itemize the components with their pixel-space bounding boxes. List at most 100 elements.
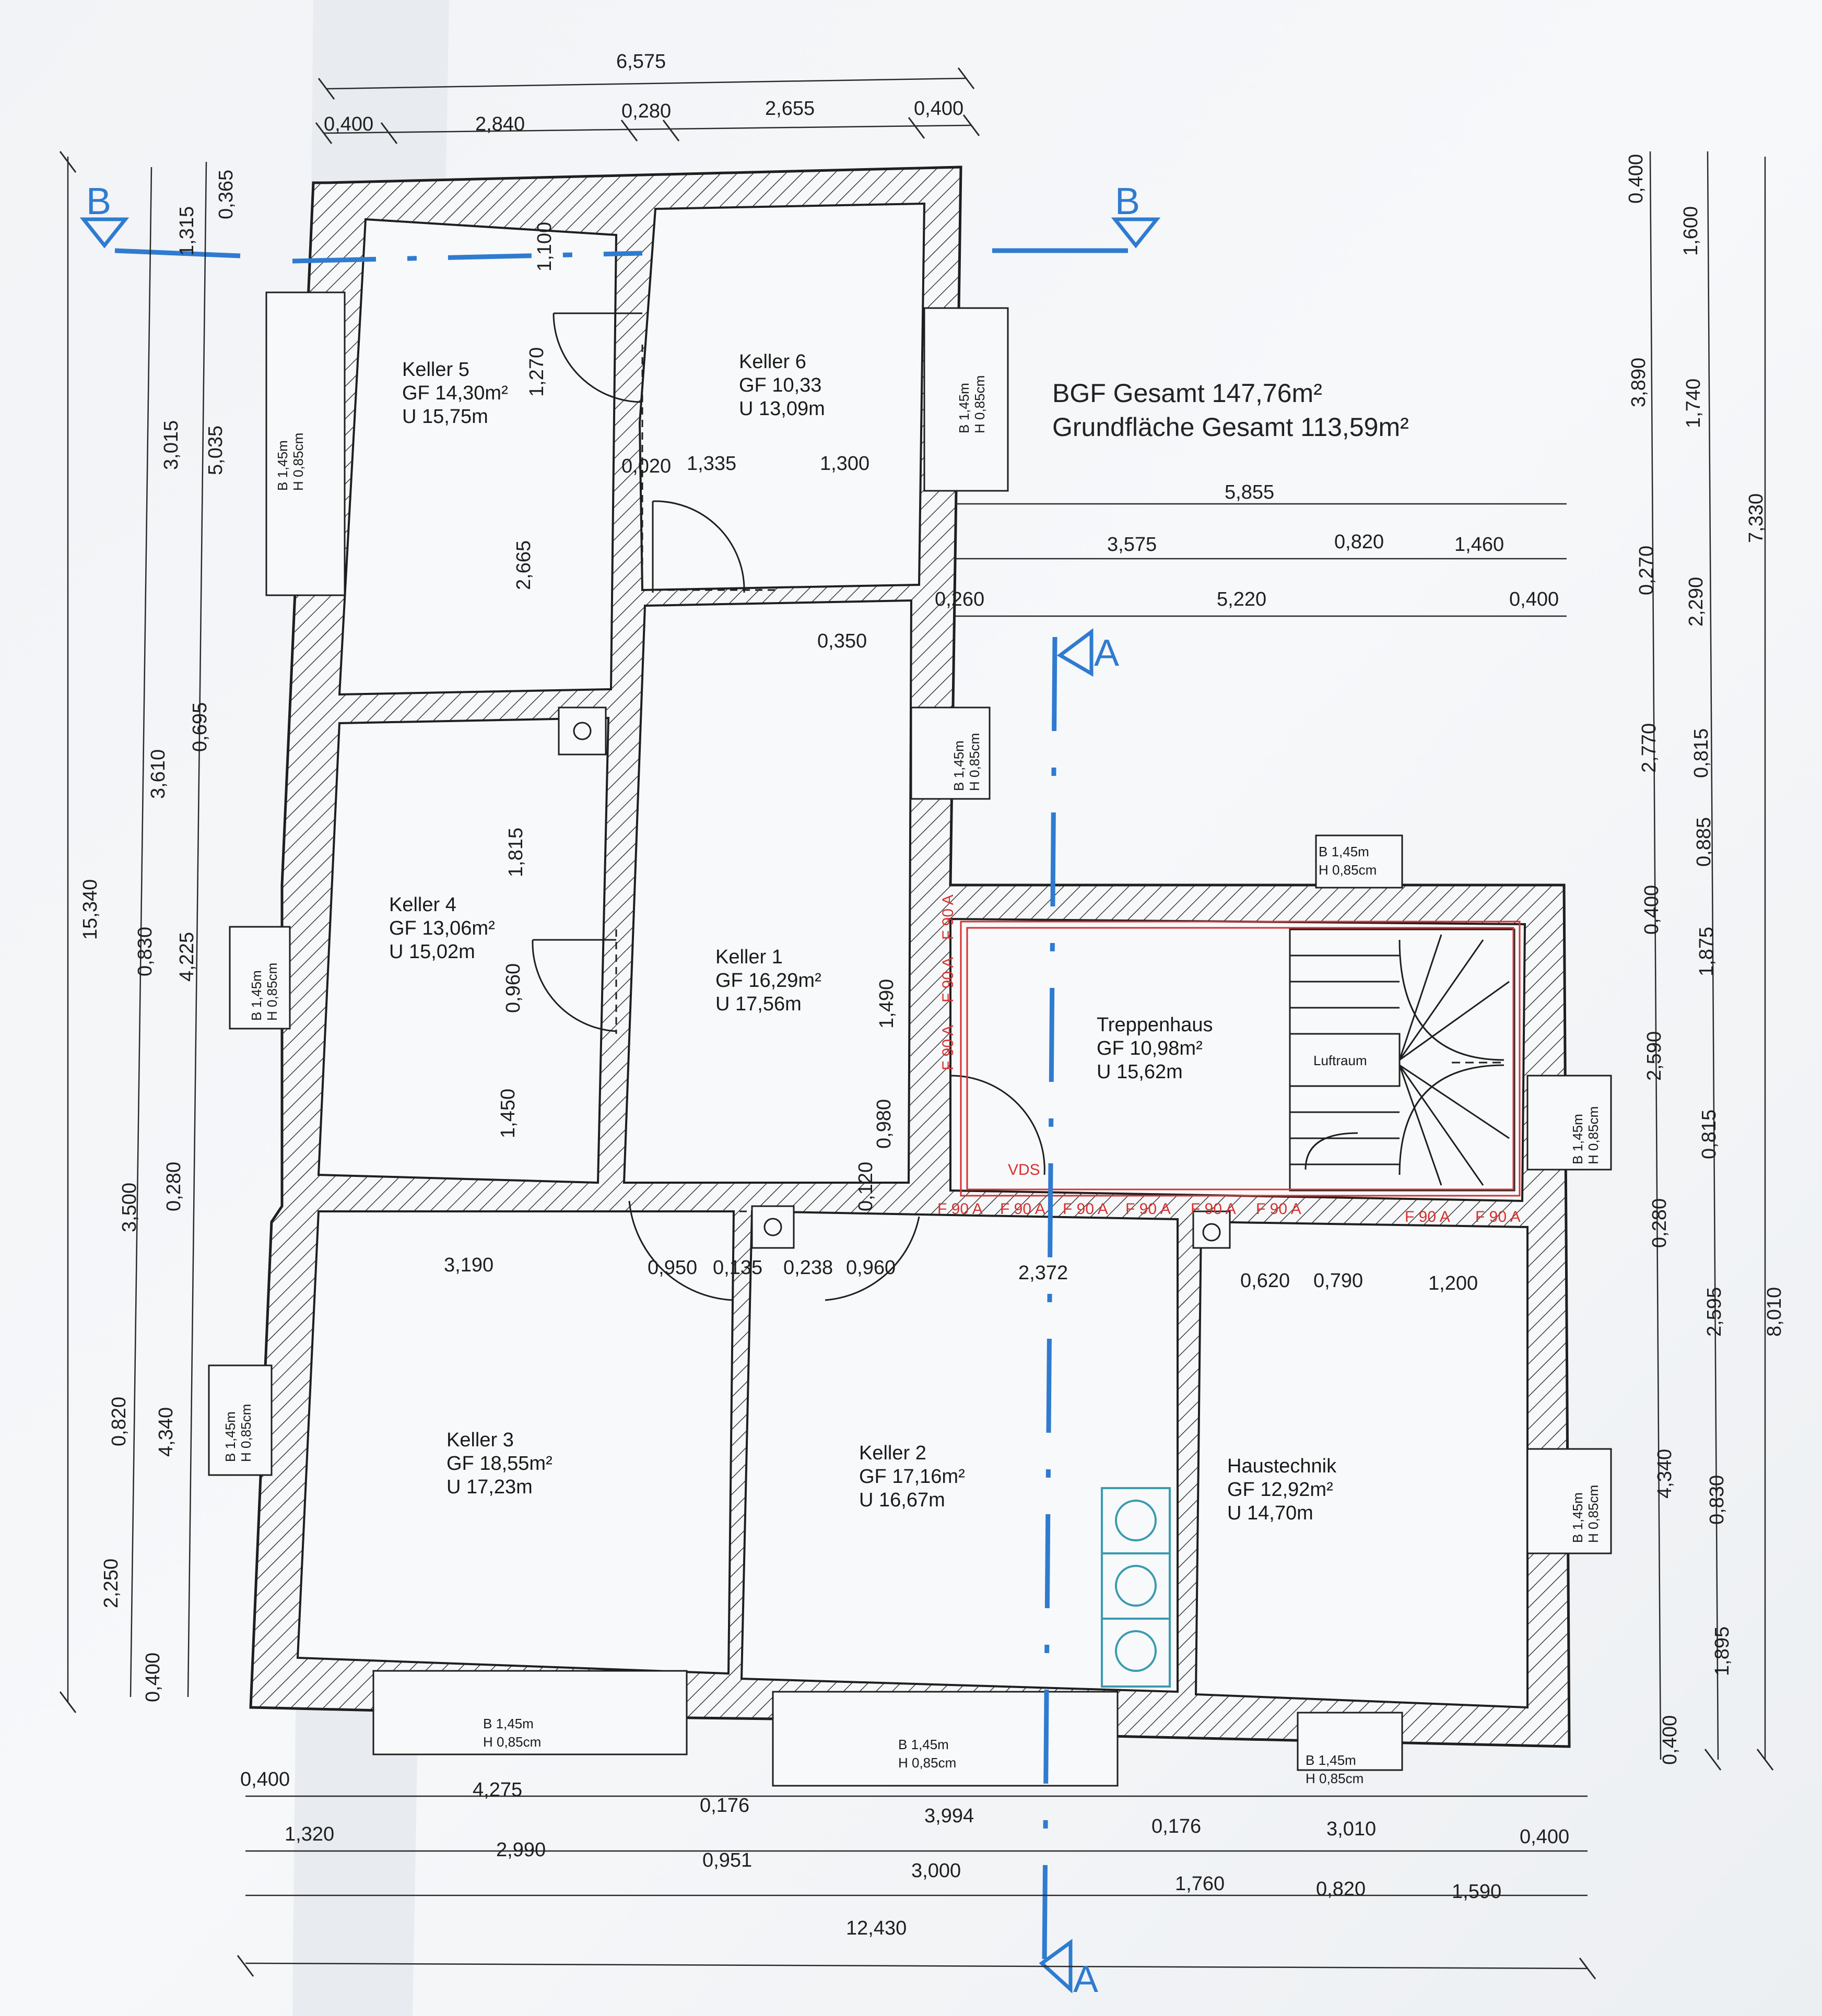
section-lines	[79, 217, 1161, 1994]
dim-int-18: 1,490	[876, 979, 898, 1029]
room-keller5: Keller 5 GF 14,30m² U 15,75m	[402, 359, 508, 428]
total-bgf: BGF Gesamt 147,76m²	[1052, 379, 1322, 408]
dim-int-6: 1,300	[820, 453, 869, 475]
dim-bottom-12: 1,760	[1175, 1873, 1225, 1895]
svg-text:F 90 A: F 90 A	[1125, 1200, 1171, 1218]
svg-text:U 15,62m: U 15,62m	[1097, 1061, 1183, 1083]
floor-haustechnik	[1194, 1220, 1529, 1709]
svg-text:GF 18,55m²: GF 18,55m²	[446, 1453, 553, 1475]
dim-left-inner-5: 4,225	[176, 932, 198, 982]
dim-top-4: 2,655	[765, 98, 815, 120]
dim-int-17: 1,450	[497, 1089, 519, 1138]
staircase	[1289, 928, 1515, 1192]
dim-left-inner-7: 4,340	[155, 1407, 177, 1457]
dim-left-inner-3: 5,035	[205, 426, 227, 475]
dim-right-inner-3: 0,270	[1636, 546, 1658, 595]
total-grundflaeche: Grundfläche Gesamt 113,59m²	[1052, 412, 1409, 442]
svg-text:B 1,45m: B 1,45m	[951, 740, 967, 791]
svg-text:B 1,45m: B 1,45m	[956, 383, 972, 433]
floor-keller1	[622, 599, 913, 1184]
svg-text:Keller 5: Keller 5	[402, 359, 469, 381]
room-keller6: Keller 6 GF 10,33 U 13,09m	[739, 351, 825, 420]
dim-left-inner-8: 0,400	[142, 1653, 164, 1702]
svg-text:Haustechnik: Haustechnik	[1227, 1455, 1337, 1477]
dim-left-inner-4: 0,695	[189, 702, 211, 752]
svg-text:H 0,85cm: H 0,85cm	[264, 963, 280, 1021]
svg-text:F 90 A: F 90 A	[1475, 1208, 1521, 1225]
dim-right-inner-5: 0,400	[1641, 885, 1663, 935]
floor-keller4	[317, 716, 610, 1184]
svg-text:Keller 3: Keller 3	[446, 1429, 514, 1451]
dim-int-8: 3,575	[1107, 534, 1157, 556]
svg-text:U 15,02m: U 15,02m	[389, 941, 475, 963]
dim-right-mid-9: 0,830	[1706, 1475, 1728, 1525]
dim-int-29: 1,200	[1428, 1272, 1478, 1294]
dim-top-1: 0,400	[324, 113, 373, 135]
svg-text:F 90 A: F 90 A	[1256, 1200, 1301, 1218]
dim-int-20: 0,120	[855, 1162, 877, 1211]
svg-text:U 16,67m: U 16,67m	[859, 1489, 945, 1511]
dim-bottom-total: 12,430	[846, 1917, 907, 1939]
svg-text:H 0,85cm: H 0,85cm	[1585, 1485, 1601, 1543]
svg-text:U 17,23m: U 17,23m	[446, 1476, 533, 1498]
svg-text:GF 12,92m²: GF 12,92m²	[1227, 1479, 1333, 1501]
svg-text:H 0,85cm: H 0,85cm	[290, 433, 306, 491]
svg-text:B 1,45m: B 1,45m	[898, 1737, 949, 1752]
dim-right-inner-8: 4,340	[1654, 1449, 1676, 1499]
dim-right-outer-1: 7,330	[1745, 493, 1767, 543]
room-keller3: Keller 3 GF 18,55m² U 17,23m	[446, 1429, 553, 1498]
dim-int-27: 0,620	[1240, 1270, 1290, 1292]
dim-top-3: 0,280	[621, 100, 671, 122]
dim-int-19: 0,980	[873, 1099, 895, 1149]
dim-int-14: 0,350	[817, 630, 867, 652]
svg-text:U 15,75m: U 15,75m	[402, 406, 488, 428]
floor-keller6	[638, 202, 926, 592]
dim-right-mid-1: 1,600	[1680, 206, 1702, 256]
dim-right-mid-4: 0,815	[1690, 728, 1712, 778]
svg-text:F 90 A: F 90 A	[939, 894, 957, 940]
section-b-right: B	[1115, 181, 1140, 222]
doors	[532, 312, 1045, 1301]
svg-text:B 1,45m: B 1,45m	[1306, 1752, 1356, 1768]
dim-int-26: 2,372	[1018, 1262, 1068, 1284]
dim-left-inner-2: 1,315	[176, 206, 198, 256]
svg-text:H 0,85cm: H 0,85cm	[1585, 1106, 1601, 1164]
dim-right-mid-5: 0,885	[1693, 817, 1715, 867]
svg-text:B 1,45m: B 1,45m	[1570, 1114, 1585, 1164]
floor-treppenhaus	[949, 917, 1526, 1202]
fire-rating-labels: F 90 A F 90 A F 90 A F 90 A F 90 A F 90 …	[937, 894, 1521, 1225]
dim-top-5: 0,400	[914, 98, 963, 120]
room-keller4: Keller 4 GF 13,06m² U 15,02m	[389, 894, 495, 963]
dim-left-mid-2: 3,610	[147, 749, 169, 799]
dim-int-25: 0,960	[846, 1257, 896, 1279]
dim-right-mid-8: 2,595	[1703, 1287, 1725, 1337]
svg-text:GF 13,06m²: GF 13,06m²	[389, 917, 495, 939]
svg-text:F 90 A: F 90 A	[1405, 1208, 1450, 1225]
svg-text:F 90 A: F 90 A	[937, 1200, 983, 1218]
floor-keller5	[338, 218, 618, 696]
dim-int-5: 1,335	[687, 453, 736, 475]
svg-text:Keller 4: Keller 4	[389, 894, 456, 916]
dim-top-2: 2,840	[475, 113, 525, 135]
fire-rated-outline	[960, 921, 1521, 1197]
room-keller1: Keller 1 GF 16,29m² U 17,56m	[715, 946, 821, 1015]
dim-left-mid-4: 3,500	[119, 1183, 140, 1232]
dim-int-13: 0,400	[1509, 588, 1559, 610]
dim-left-inner-1: 0,365	[215, 170, 237, 219]
svg-text:F 90 A: F 90 A	[1063, 1200, 1108, 1218]
dim-int-24: 0,238	[783, 1257, 833, 1279]
dim-int-4: 0,020	[621, 455, 671, 477]
dim-right-inner-2: 3,890	[1628, 358, 1650, 407]
svg-text:H 0,85cm: H 0,85cm	[967, 733, 982, 791]
dim-bottom-9: 2,990	[496, 1839, 546, 1861]
dim-top-total: 6,575	[616, 51, 666, 73]
svg-text:B 1,45m: B 1,45m	[483, 1716, 534, 1731]
dim-left-total: 15,340	[79, 879, 101, 940]
dim-bottom-10: 0,951	[702, 1849, 752, 1871]
svg-text:H 0,85cm: H 0,85cm	[1306, 1771, 1363, 1786]
dim-int-22: 0,950	[648, 1257, 697, 1279]
dim-bottom-6: 3,010	[1326, 1818, 1376, 1840]
dim-right-inner-6: 2,590	[1643, 1031, 1665, 1081]
dim-int-9: 0,820	[1334, 531, 1384, 553]
